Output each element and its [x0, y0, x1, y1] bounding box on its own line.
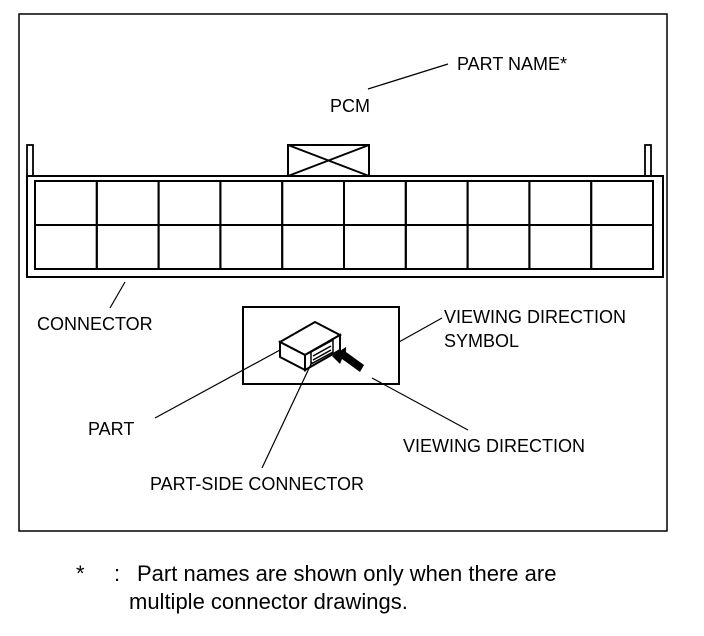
terminal-cell	[528, 180, 593, 226]
part-name-leader	[367, 63, 449, 90]
terminal-cell	[590, 180, 655, 226]
terminal-cell	[466, 180, 531, 226]
viewing-direction-leader	[371, 377, 469, 431]
terminal-cell	[404, 180, 469, 226]
terminal-cell	[157, 224, 222, 270]
terminal-cell	[343, 180, 407, 226]
footnote-line-2: multiple connector drawings.	[129, 589, 408, 614]
viewing-direction-arrow-icon	[332, 347, 364, 372]
footnote-line-1: Part names are shown only when there are	[137, 561, 557, 586]
connector-terminal-grid	[34, 180, 655, 270]
terminal-cell	[466, 224, 531, 270]
connector-label: CONNECTOR	[37, 314, 153, 334]
terminal-cell	[95, 180, 160, 226]
connector-latch	[287, 144, 370, 177]
viewing-direction-symbol-box	[242, 306, 400, 385]
left-post	[26, 144, 34, 177]
viewing-direction-label: VIEWING DIRECTION	[403, 436, 585, 456]
terminal-cell	[528, 224, 593, 270]
part-name-label: PART NAME*	[457, 54, 567, 74]
part-side-connector-label: PART-SIDE CONNECTOR	[150, 474, 364, 494]
viewing-direction-symbol-label-1: VIEWING DIRECTION	[444, 307, 626, 327]
part-icon	[277, 320, 343, 372]
connector-leader	[109, 281, 126, 309]
part-leader	[154, 349, 281, 419]
part-side-connector-leader	[261, 361, 313, 469]
terminal-cell	[95, 224, 160, 270]
terminal-cell	[404, 224, 469, 270]
terminal-cell	[590, 224, 655, 270]
part-side-connector-icon	[310, 338, 334, 366]
symbol-leader	[398, 317, 443, 343]
terminal-cell	[219, 180, 284, 226]
diagram-frame	[18, 13, 668, 532]
terminal-cell	[219, 224, 284, 270]
part-label: PART	[88, 419, 134, 439]
right-post	[644, 144, 652, 177]
terminal-cell	[343, 224, 407, 270]
terminal-cell	[281, 180, 346, 226]
pcm-label: PCM	[330, 96, 370, 116]
footnote-separator: :	[114, 561, 121, 586]
footnote-marker: *	[76, 561, 85, 586]
terminal-cell	[281, 224, 346, 270]
viewing-direction-symbol-label-2: SYMBOL	[444, 331, 519, 351]
connector-housing	[26, 175, 664, 278]
terminal-cell	[34, 224, 98, 270]
terminal-cell	[34, 180, 98, 226]
terminal-cell	[157, 180, 222, 226]
